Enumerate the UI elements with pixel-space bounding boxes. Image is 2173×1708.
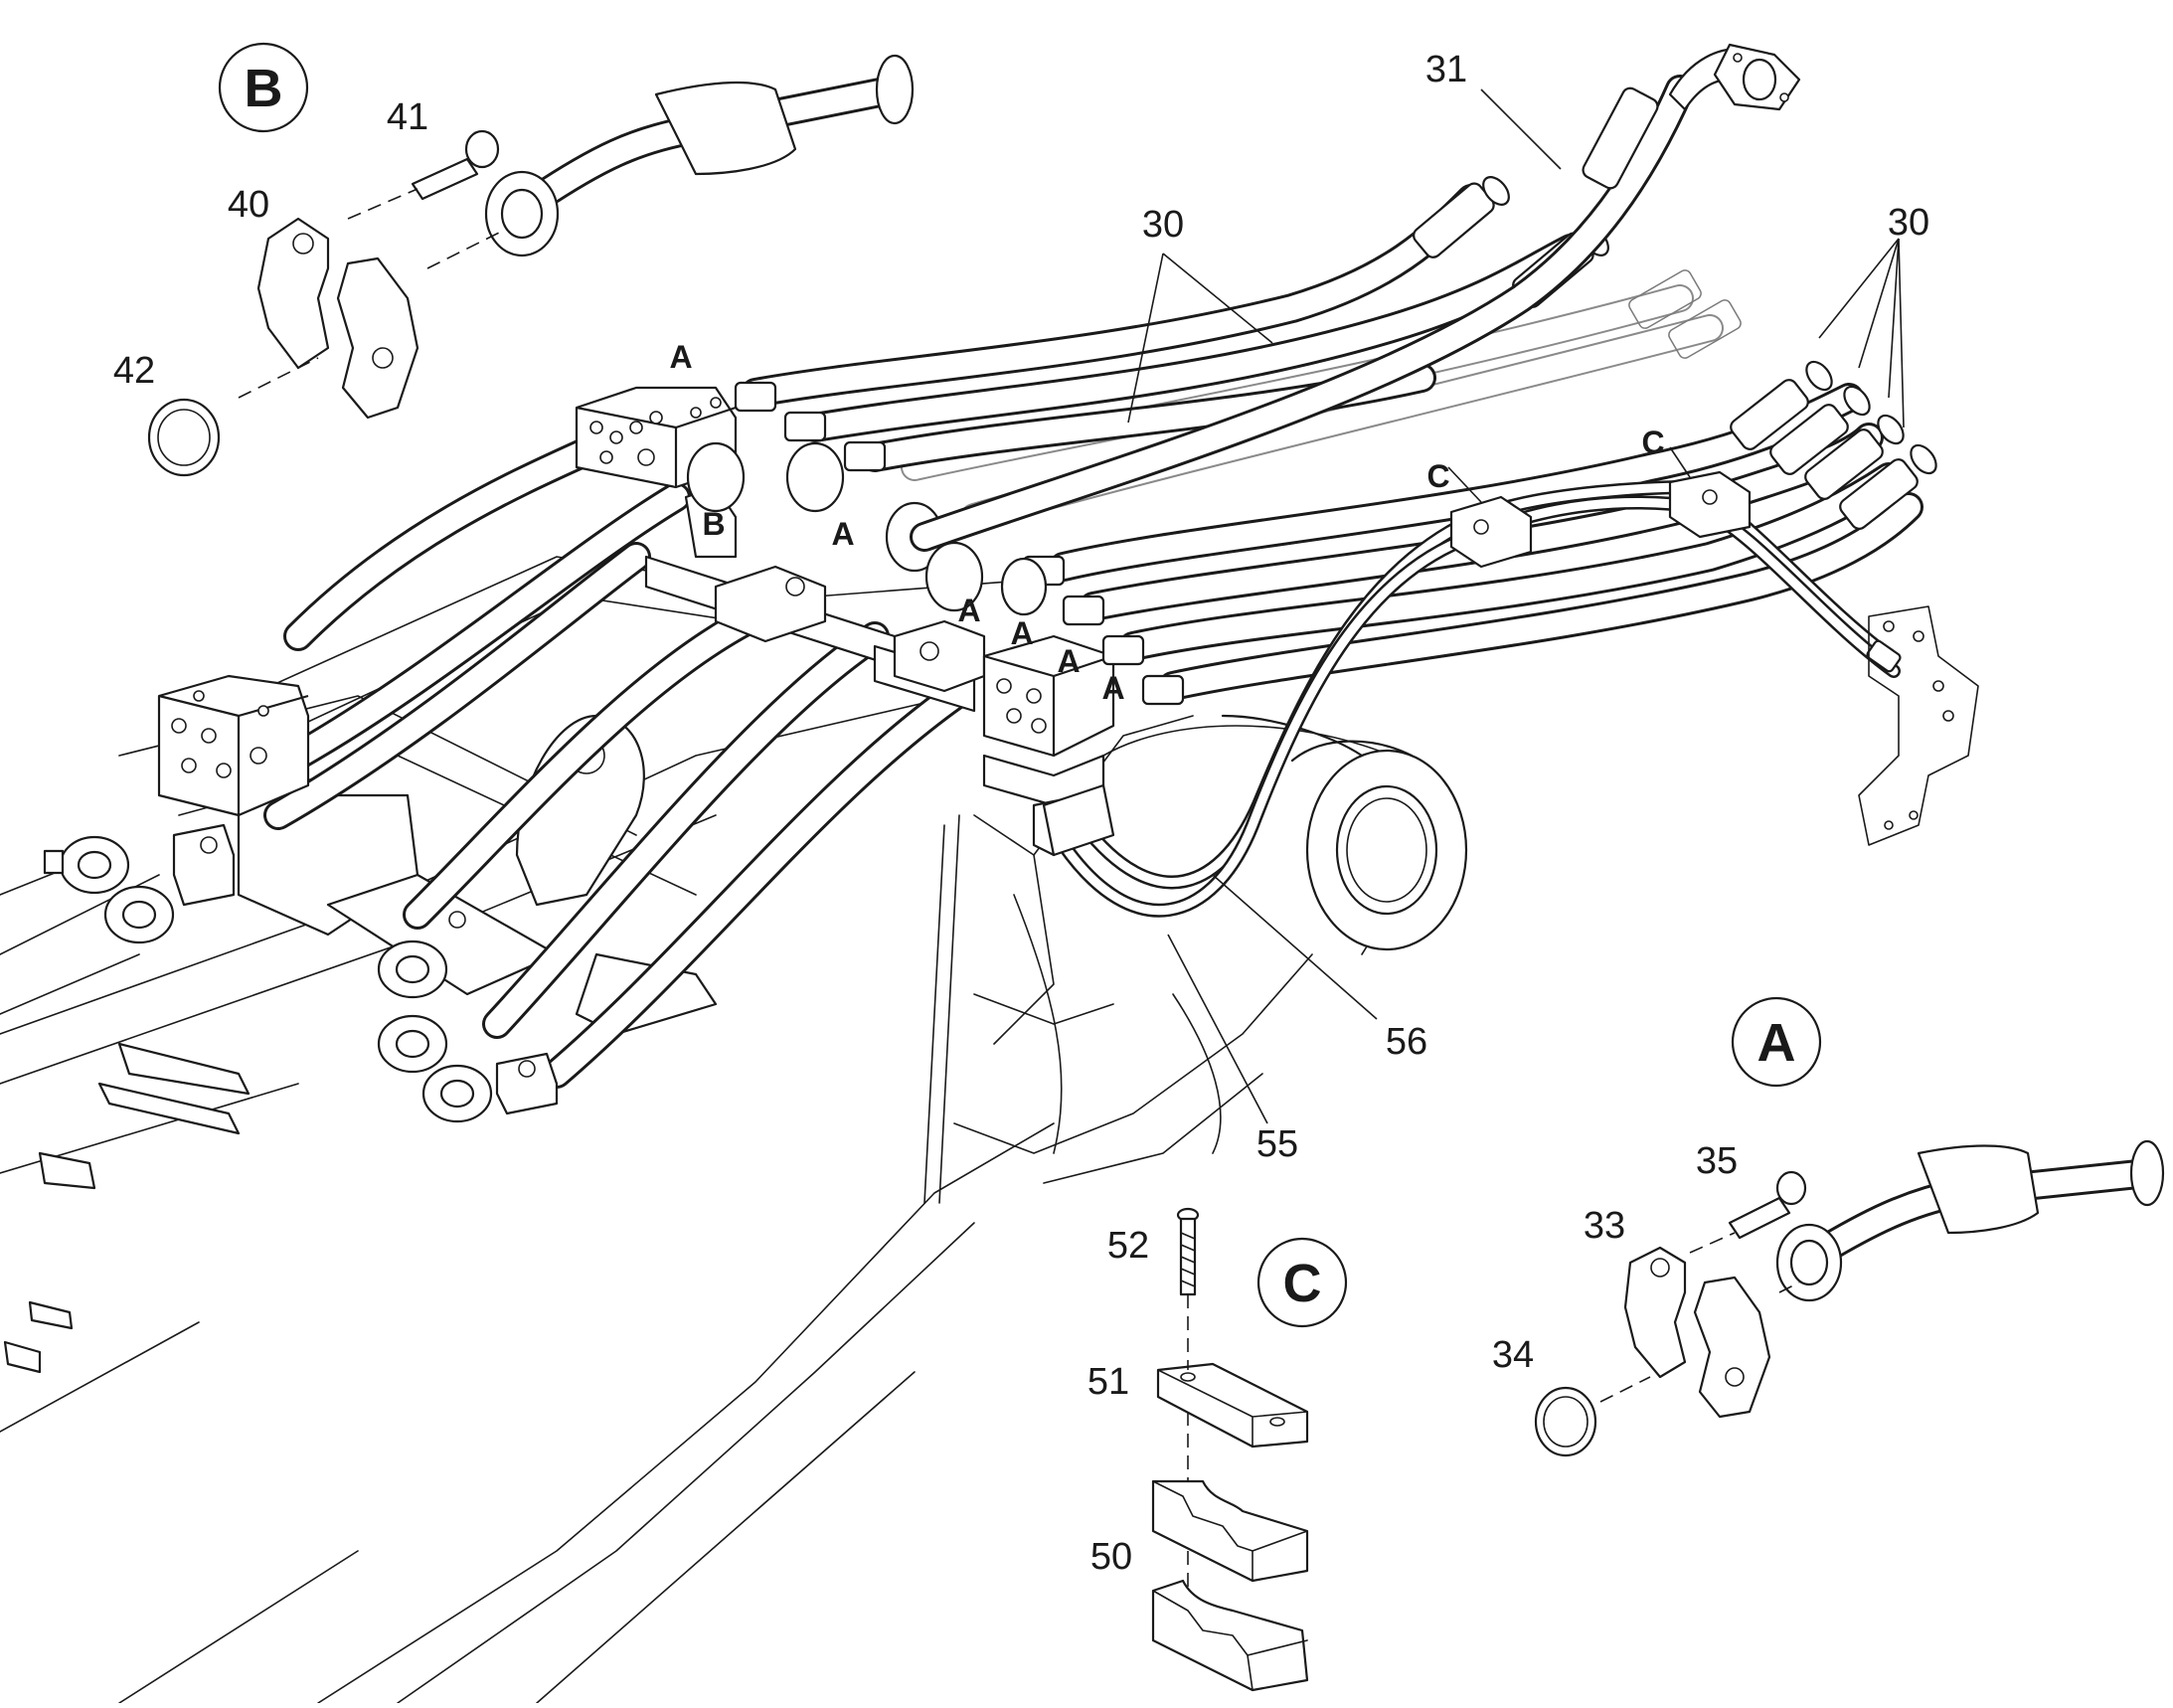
marker-a: A: [669, 339, 692, 375]
hose-31: [910, 43, 1801, 552]
callout-41: 41: [387, 96, 428, 138]
part-callouts: 30 30 31 33 34 35 40 41 42 50 51 52 55 5…: [113, 49, 1929, 1578]
callout-56: 56: [1386, 1021, 1427, 1063]
hose-fittings: [686, 381, 1185, 706]
detail-label-a: A: [1731, 996, 1822, 1088]
callout-50: 50: [1090, 1536, 1132, 1578]
callout-31: 31: [1425, 49, 1467, 90]
marker-b: B: [702, 506, 725, 542]
leader-lines: [1127, 88, 1905, 1124]
callout-42: 42: [113, 350, 155, 392]
marker-a: A: [831, 516, 854, 552]
marker-a: A: [1010, 615, 1033, 651]
callout-35: 35: [1696, 1140, 1738, 1182]
callout-30: 30: [1888, 202, 1929, 244]
valve-blocks: [157, 386, 1115, 857]
callout-51: 51: [1087, 1361, 1129, 1403]
callout-55: 55: [1256, 1123, 1298, 1165]
detail-c-letter: C: [1283, 1254, 1322, 1313]
callout-30: 30: [1142, 204, 1184, 246]
detail-a-flange: [1534, 1139, 2165, 1457]
marker-c: C: [1641, 425, 1664, 460]
marker-a: A: [957, 593, 980, 628]
detail-label-b: B: [218, 42, 309, 133]
callout-33: 33: [1584, 1205, 1625, 1247]
callout-34: 34: [1492, 1334, 1534, 1376]
detail-b-flange: [147, 54, 915, 477]
detail-label-c: C: [1256, 1237, 1348, 1328]
flange-clusters: [43, 823, 559, 1123]
callout-52: 52: [1107, 1225, 1149, 1267]
marker-c: C: [1426, 458, 1449, 494]
detail-b-letter: B: [245, 59, 283, 118]
hose-bundle-30: [686, 176, 1937, 706]
marker-a: A: [1101, 670, 1124, 706]
detail-a-letter: A: [1757, 1013, 1796, 1073]
detail-c-clamp: [1151, 1207, 1309, 1692]
position-markers: A A A A A A B C C: [669, 339, 1664, 706]
marker-a: A: [1057, 643, 1080, 679]
callout-40: 40: [228, 184, 269, 226]
hoses-55-56: [1042, 470, 1979, 918]
